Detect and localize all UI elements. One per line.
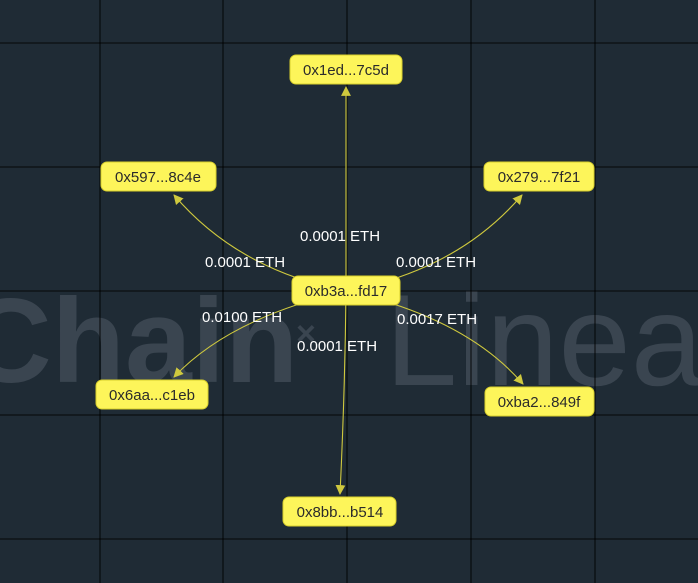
node-top-right[interactable]: 0x279...7f21 bbox=[483, 161, 595, 192]
edge-label-top-left: 0.0001 ETH bbox=[205, 254, 285, 271]
node-center[interactable]: 0xb3a...fd17 bbox=[291, 275, 401, 306]
node-bottom-left-label: 0x6aa...c1eb bbox=[109, 387, 195, 404]
node-top-left[interactable]: 0x597...8c4e bbox=[100, 161, 217, 192]
node-center-label: 0xb3a...fd17 bbox=[305, 283, 388, 300]
edge-labels: 0.0001 ETH 0.0001 ETH 0.0001 ETH 0.0100 … bbox=[202, 228, 477, 355]
watermark-separator: × bbox=[296, 315, 316, 353]
edge-label-bottom: 0.0001 ETH bbox=[297, 338, 377, 355]
node-top-label: 0x1ed...7c5d bbox=[303, 62, 389, 79]
node-bottom[interactable]: 0x8bb...b514 bbox=[282, 496, 397, 527]
edge-label-top-right: 0.0001 ETH bbox=[396, 254, 476, 271]
edge-to-bottom[interactable] bbox=[335, 290, 347, 495]
node-bottom-left[interactable]: 0x6aa...c1eb bbox=[95, 379, 209, 410]
node-top[interactable]: 0x1ed...7c5d bbox=[289, 54, 403, 85]
edge-label-bottom-left: 0.0100 ETH bbox=[202, 309, 282, 326]
edge-label-bottom-right: 0.0017 ETH bbox=[397, 311, 477, 328]
edge-label-top: 0.0001 ETH bbox=[300, 228, 380, 245]
node-top-right-label: 0x279...7f21 bbox=[498, 169, 581, 186]
node-bottom-right[interactable]: 0xba2...849f bbox=[484, 386, 595, 417]
nodes: 0xb3a...fd17 0x1ed...7c5d 0x597...8c4e 0… bbox=[95, 54, 595, 527]
node-bottom-right-label: 0xba2...849f bbox=[498, 394, 581, 411]
node-top-left-label: 0x597...8c4e bbox=[115, 169, 201, 186]
node-bottom-label: 0x8bb...b514 bbox=[297, 504, 384, 521]
